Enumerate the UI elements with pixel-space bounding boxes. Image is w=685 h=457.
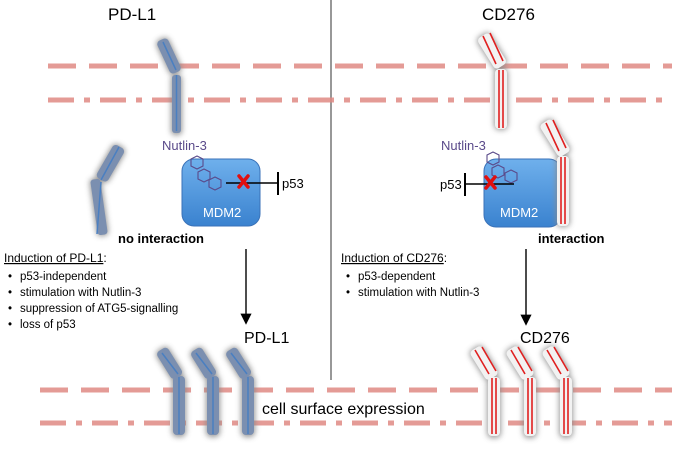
pdl1-receptor-top [156,37,182,135]
bullet-right-1: •p53-dependent [346,271,436,283]
p53-label-left: p53 [282,176,304,191]
cd276-receptor-top [477,32,508,130]
pdl1-receptor-cluster [156,346,255,437]
interaction-label: interaction [538,231,605,246]
bullet-right-2: •stimulation with Nutlin-3 [346,287,479,299]
nutlin3-molecule-right [486,151,518,184]
inhibition-line-left [226,172,279,195]
bullet-left-2: •stimulation with Nutlin-3 [8,287,141,299]
top-membrane [48,63,672,103]
induction-heading-right: Induction of CD276: [341,251,447,265]
mdm2-label-left: MDM2 [203,205,241,220]
cell-surface-caption: cell surface expression [262,401,425,418]
nutlin3-molecule-left [190,155,222,191]
block-mark-right [484,175,497,190]
no-interaction-label: no interaction [118,231,204,246]
cd276-receptor-cluster [469,345,573,438]
induction-heading-left: Induction of PD-L1: [4,251,107,265]
p53-label-right: p53 [440,177,462,192]
bullet-left-4: •loss of p53 [8,319,76,331]
cd276-receptor-bound [539,118,571,227]
pdl1-top-label: PD-L1 [108,5,156,24]
cd276-bottom-label: CD276 [520,330,570,347]
mdm2-label-right: MDM2 [500,205,538,220]
induction-list-right: •p53-dependent •stimulation with Nutlin-… [346,271,479,299]
induction-list-left: •p53-independent •stimulation with Nutli… [8,271,178,331]
block-mark-left [237,174,250,189]
bullet-left-3: •suppression of ATG5-signalling [8,303,178,315]
nutlin3-label-left: Nutlin-3 [162,138,207,153]
bullet-left-1: •p53-independent [8,271,107,283]
pdl1-receptor-free [89,144,126,237]
nutlin3-label-right: Nutlin-3 [441,138,486,153]
cd276-top-label: CD276 [482,5,535,24]
pdl1-bottom-label: PD-L1 [244,330,289,347]
